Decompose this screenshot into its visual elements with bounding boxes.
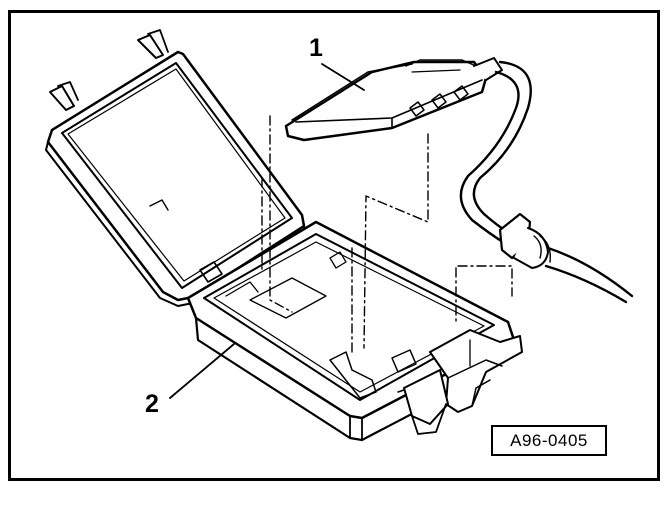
figure-id-text: A96-0405 — [510, 430, 588, 450]
callout-1-leader — [321, 63, 365, 91]
callout-2-label: 2 — [145, 390, 159, 418]
housing-lid — [45, 29, 307, 307]
figure-id-box: A96-0405 — [491, 425, 607, 456]
callout-1-label: 1 — [309, 34, 323, 62]
wiring-harness — [459, 60, 634, 304]
control-module — [284, 57, 503, 142]
alignment-lines — [261, 115, 513, 357]
callout-2-leader — [169, 343, 235, 399]
